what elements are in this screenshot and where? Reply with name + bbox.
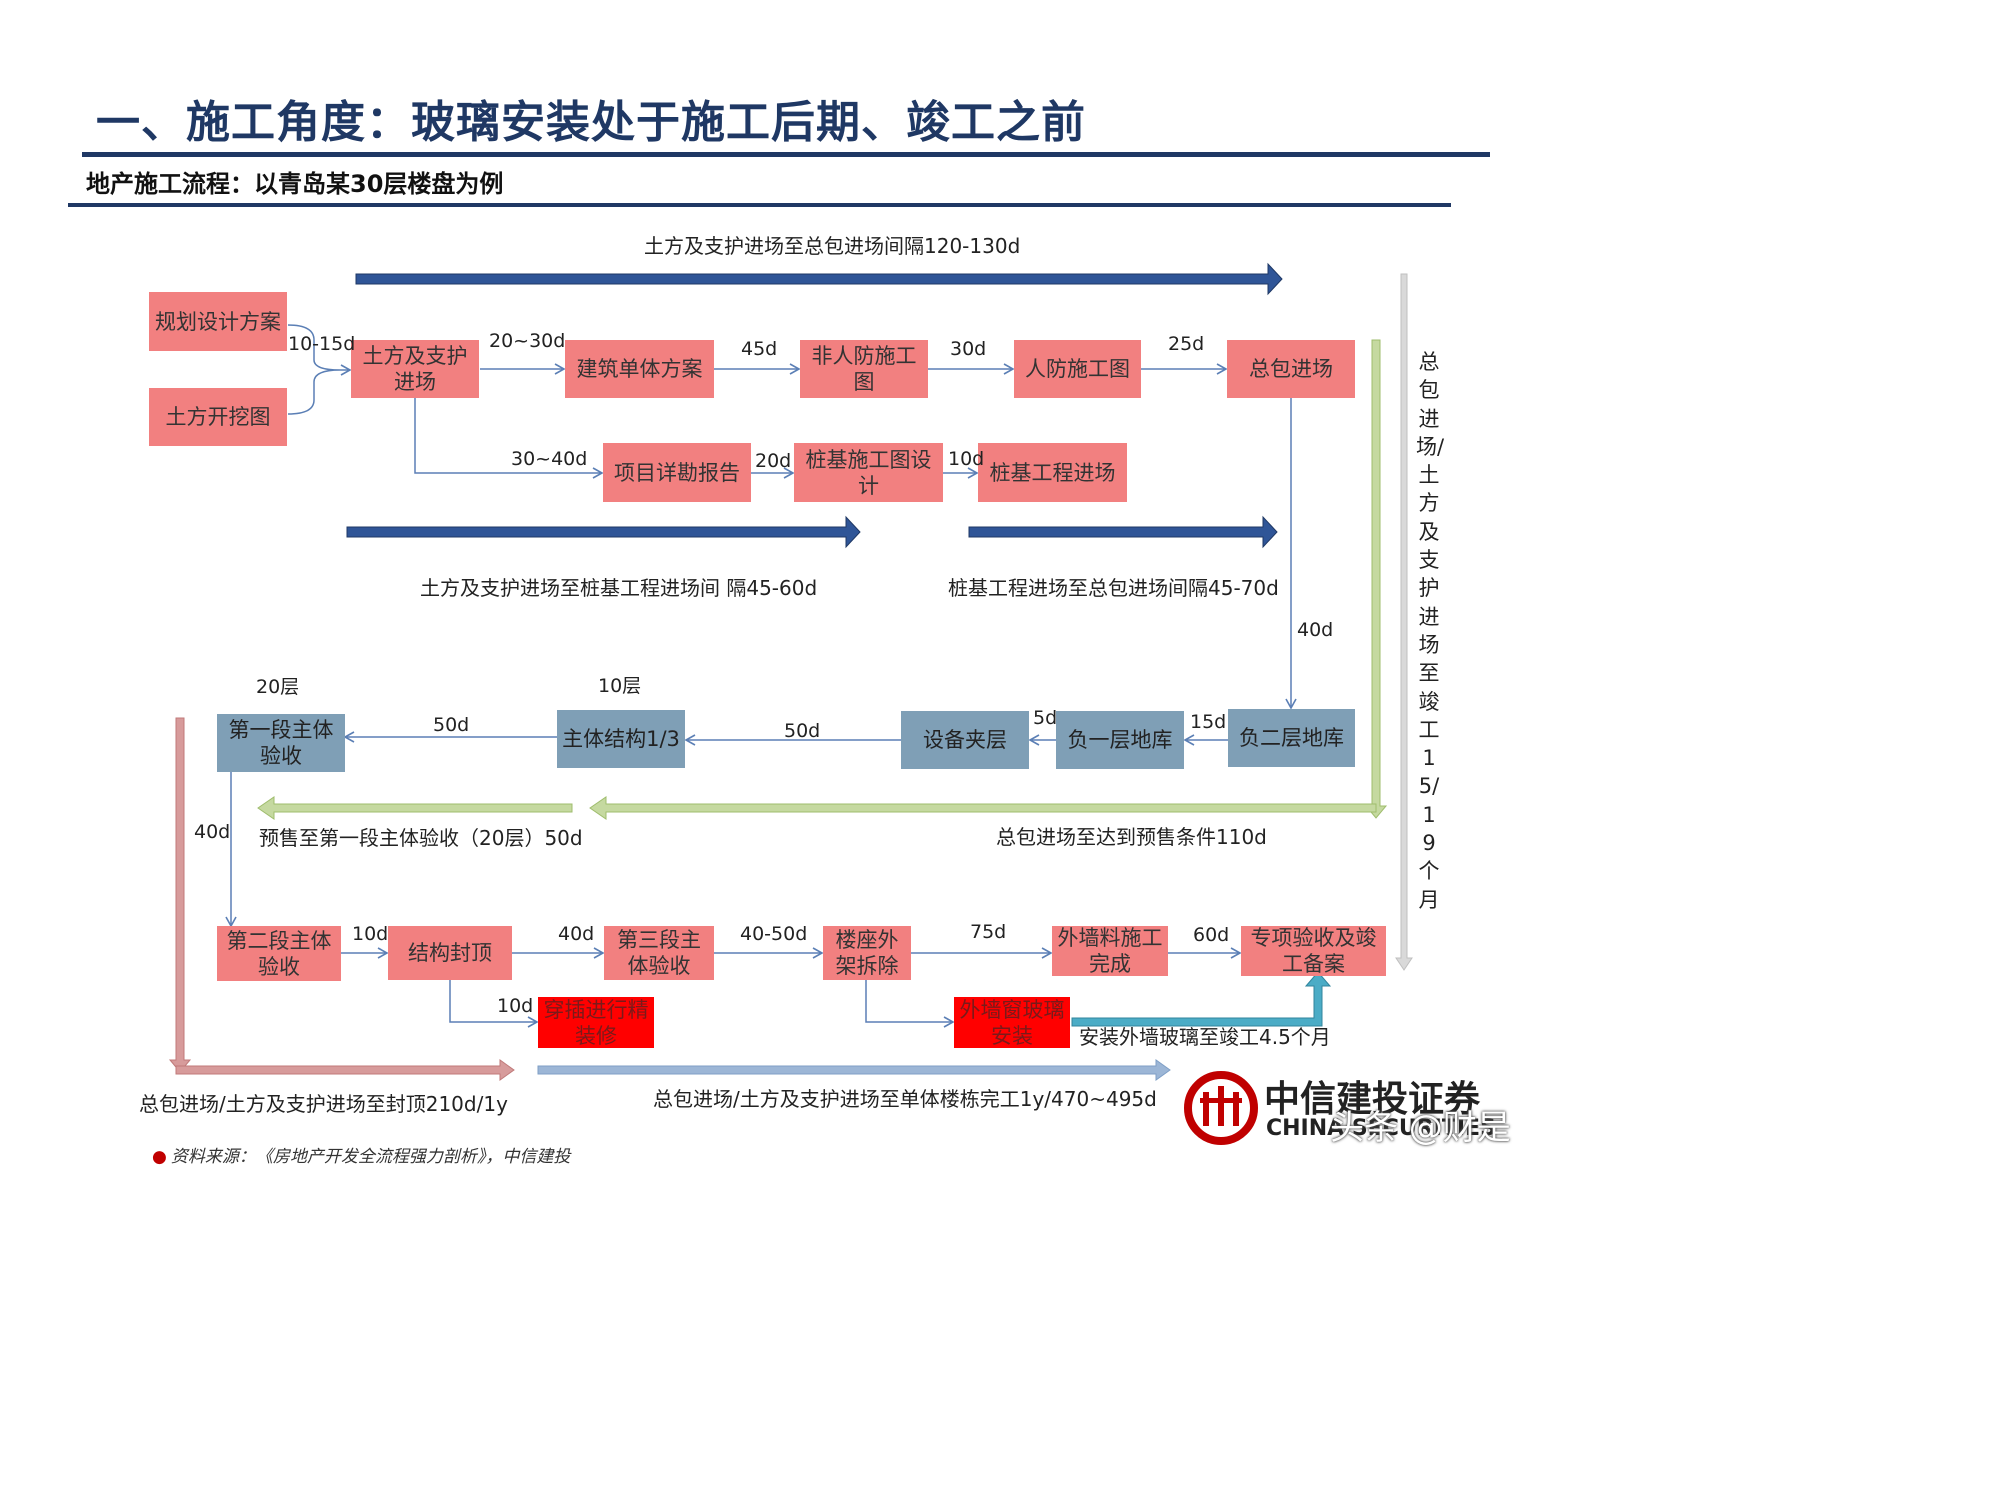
node-basement-2: 负二层地库 (1228, 709, 1355, 767)
node-third-section-acceptance: 第三段主体验收 (604, 926, 714, 980)
page: 一、施工角度：玻璃安装处于施工后期、竣工之前 地产施工流程：以青岛某30层楼盘为… (68, 97, 1511, 1167)
node-second-section-acceptance: 第二段主体验收 (217, 926, 341, 981)
node-facade-material: 外墙料施工完成 (1052, 926, 1168, 976)
duration-label: 40d (558, 923, 595, 945)
span-label-earth-pile: 土方及支护进场至桩基工程进场间 隔45-60d (420, 576, 818, 600)
duration-label: 60d (1193, 924, 1230, 946)
watermark: 头条 @财是 (1330, 1108, 1511, 1148)
logo-text-en: CHINA SECURITIES (1266, 1116, 1496, 1141)
node-scaffold-removal: 楼座外架拆除 (823, 926, 911, 980)
duration-label: 5d (1033, 707, 1058, 729)
node-plan-design: 规划设计方案 (149, 292, 287, 351)
duration-label: 45d (741, 338, 778, 360)
green-down-arrow (1364, 339, 1388, 819)
node-earthwork-entry: 土方及支护进场 (351, 340, 479, 398)
span-label-completion: 总包进场/土方及支护进场至单体楼栋完工1y/470~495d (653, 1087, 1157, 1111)
node-structure-topping: 结构封顶 (388, 926, 512, 980)
node-pile-entry: 桩基工程进场 (978, 443, 1127, 502)
duration-label: 30d (950, 338, 987, 360)
logo-text: 中信建投证券 (1264, 1079, 1481, 1120)
duration-label: 40d (1297, 619, 1334, 641)
duration-label: 10d (497, 995, 534, 1017)
source-text: 资料来源：《房地产开发全流程强力剖析》，中信建投 (170, 1147, 571, 1167)
span-label-presale: 预售至第一段主体验收（20层）50d (259, 826, 583, 850)
node-building-scheme: 建筑单体方案 (565, 340, 714, 398)
floor-label-10: 10层 (598, 675, 642, 697)
page-title: 一、施工角度：玻璃安装处于施工后期、竣工之前 (96, 97, 1086, 148)
node-general-contractor-entry: 总包进场 (1227, 340, 1355, 398)
span-label-top: 土方及支护进场至总包进场间隔120-130d (644, 234, 1021, 258)
duration-label: 30~40d (511, 448, 588, 470)
node-fine-decoration: 穿插进行精装修 (538, 997, 654, 1048)
span-label-topping: 总包进场/土方及支护进场至封顶210d/1y (139, 1092, 508, 1116)
node-main-structure-1-3: 主体结构1/3 (557, 710, 685, 768)
duration-label: 75d (970, 921, 1007, 943)
duration-label: 25d (1168, 333, 1205, 355)
duration-label: 40-50d (740, 923, 808, 945)
node-window-glass: 外墙窗玻璃安装 (954, 997, 1070, 1048)
floor-label-20: 20层 (256, 676, 300, 698)
span-label-gc-presale: 总包进场至达到预售条件110d (996, 825, 1267, 849)
flow-connectors (168, 262, 1413, 1145)
node-pile-design: 桩基施工图设计 (794, 443, 943, 502)
node-non-civil-defense: 非人防施工图 (800, 340, 928, 398)
lightblue-arrow-completion (537, 1059, 1171, 1081)
duration-label: 50d (433, 714, 470, 736)
node-equipment-floor: 设备夹层 (901, 711, 1029, 769)
duration-label: 40d (194, 821, 231, 843)
duration-label: 20~30d (489, 330, 566, 352)
citic-logo-icon (1184, 1071, 1258, 1145)
node-final-acceptance: 专项验收及竣工备案 (1241, 926, 1386, 976)
node-first-section-acceptance: 第一段主体验收 (217, 714, 345, 772)
node-basement-1: 负一层地库 (1056, 711, 1184, 769)
span-label-glass: 安装外墙玻璃至竣工4.5个月 (1079, 1025, 1331, 1049)
duration-label: 10-15d (288, 333, 356, 355)
page-subtitle: 地产施工流程：以青岛某30层楼盘为例 (86, 170, 504, 198)
node-survey-report: 项目详勘报告 (603, 443, 751, 502)
cyan-arrow-glass (1071, 971, 1332, 1027)
span-arrow-top (355, 262, 1283, 296)
span-label-pile-gc: 桩基工程进场至总包进场间隔45-70d (948, 576, 1279, 600)
rose-arrow-topping (175, 1059, 515, 1081)
bullet-icon: ● (152, 1147, 167, 1167)
green-arrow-gc-presale (589, 796, 1377, 820)
duration-label: 10d (352, 923, 389, 945)
span-arrow-pile-gc (968, 515, 1278, 549)
duration-label: 20d (755, 450, 792, 472)
duration-label: 15d (1190, 711, 1227, 733)
node-excavation-drawing: 土方开挖图 (149, 388, 287, 446)
green-arrow-presale (257, 796, 573, 820)
span-label-vertical: 总包进场/土方及支护进场至竣工15/19个月 (1416, 350, 1445, 912)
subtitle-rule (68, 203, 1451, 207)
node-civil-defense: 人防施工图 (1014, 340, 1141, 398)
span-arrow-earth-pile (346, 515, 861, 549)
duration-label: 50d (784, 720, 821, 742)
title-rule (82, 152, 1490, 157)
rose-down-arrow (168, 717, 192, 1073)
duration-label: 10d (948, 448, 985, 470)
source-note: ●资料来源：《房地产开发全流程强力剖析》，中信建投 (152, 1142, 570, 1167)
grey-vertical-arrow (1395, 273, 1413, 971)
